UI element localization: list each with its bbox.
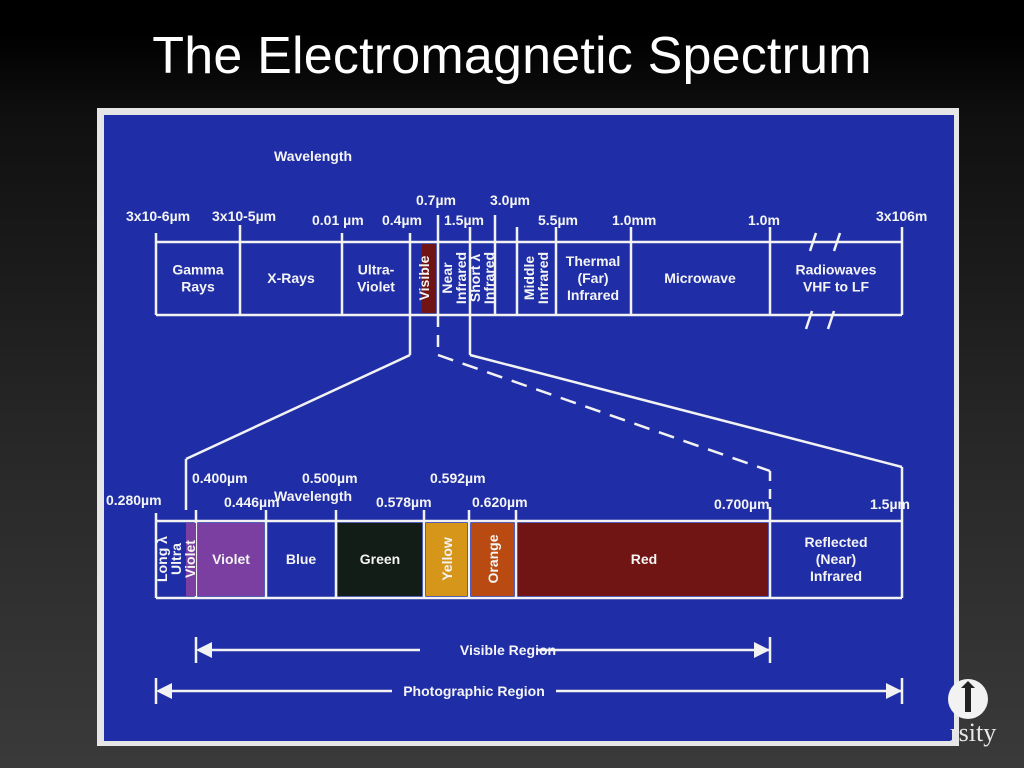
red-color-band — [518, 523, 768, 596]
bottom-tick-label: 0.700µm — [714, 496, 770, 512]
top-tick-label: 1.0mm — [612, 212, 656, 228]
yellow-color-band — [426, 523, 467, 596]
diagram-lines — [154, 215, 904, 704]
connector-line — [185, 353, 411, 461]
arrowhead-left — [156, 683, 172, 699]
bottom-band-label: Green — [360, 551, 400, 567]
bottom-band-label: Violet — [212, 551, 250, 567]
bottom-band-label: Blue — [286, 551, 317, 567]
arrowheads — [156, 642, 902, 699]
top-band-label: NearInfrared — [439, 252, 469, 304]
top-wavelength-label: Wavelength — [274, 148, 352, 164]
university-logo-text: rsity — [950, 718, 997, 747]
arrowhead-right — [754, 642, 770, 658]
break-mark — [804, 310, 814, 330]
arrowhead-right — [886, 683, 902, 699]
top-tick-label: 0.4µm — [382, 212, 422, 228]
label-gap — [392, 678, 556, 704]
green-color-band — [338, 523, 422, 596]
top-tick-label: 3x10-5µm — [212, 208, 276, 224]
break-mark — [808, 232, 818, 252]
break-mark — [832, 232, 842, 252]
top-tick-label: 1.5µm — [444, 212, 484, 228]
orange-color-band — [471, 523, 514, 596]
visible-rainbow-band — [422, 244, 436, 313]
bottom-tick-label: 0.280µm — [106, 492, 162, 508]
connector-dashed — [437, 353, 771, 473]
bottom-band-label: Red — [631, 551, 657, 567]
university-logo-icon — [948, 679, 988, 719]
top-tick-label: 3x106m — [876, 208, 927, 224]
bottom-tick-label: 0.620µm — [472, 494, 528, 510]
bottom-tick-label: 1.5µm — [870, 496, 910, 512]
top-band-label: Microwave — [664, 270, 736, 286]
long-uv-color-band — [186, 523, 196, 596]
bottom-band-label: Yellow — [439, 537, 455, 581]
top-band-label: MiddleInfrared — [521, 252, 551, 304]
bottom-tick-label: 0.592µm — [430, 470, 486, 486]
top-tick-label: 3x10-6µm — [126, 208, 190, 224]
visible-color-bands — [186, 244, 768, 596]
photographic-region-label: Photographic Region — [403, 683, 545, 699]
bottom-wavelength-label: Wavelength — [274, 488, 352, 504]
top-band-label: Ultra-Violet — [357, 262, 395, 295]
break-mark — [826, 310, 836, 330]
visible-region-label: Visible Region — [460, 642, 556, 658]
top-band-label: Short λInfrared — [467, 252, 497, 304]
top-tick-label: 1.0m — [748, 212, 780, 228]
bottom-band-label: Reflected(Near)Infrared — [804, 534, 867, 584]
label-gap — [420, 637, 538, 663]
top-tick-label: 5.5µm — [538, 212, 578, 228]
top-tick-label: 0.7µm — [416, 192, 456, 208]
bottom-band-label: Orange — [485, 534, 501, 583]
spectrum-diagram: Wavelength 3x10-6µm 3x10-5µm 0.01 µm 0.4… — [104, 115, 954, 741]
violet-color-band — [198, 523, 264, 596]
top-tick-label: 0.01 µm — [312, 212, 364, 228]
top-band-label: X-Rays — [267, 270, 315, 286]
bottom-band-label: Long λUltraViolet — [154, 536, 198, 582]
bottom-tick-label: 0.500µm — [302, 470, 358, 486]
top-band-label: Visible — [416, 255, 432, 300]
top-tick-label: 3.0µm — [490, 192, 530, 208]
top-band-label: Thermal(Far)Infrared — [566, 253, 620, 303]
bottom-tick-label: 0.578µm — [376, 494, 432, 510]
bottom-tick-label: 0.446µm — [224, 494, 280, 510]
bottom-tick-label: 0.400µm — [192, 470, 248, 486]
slide-title: The Electromagnetic Spectrum — [152, 27, 872, 85]
arrowhead-left — [196, 642, 212, 658]
connector-line — [469, 353, 903, 469]
